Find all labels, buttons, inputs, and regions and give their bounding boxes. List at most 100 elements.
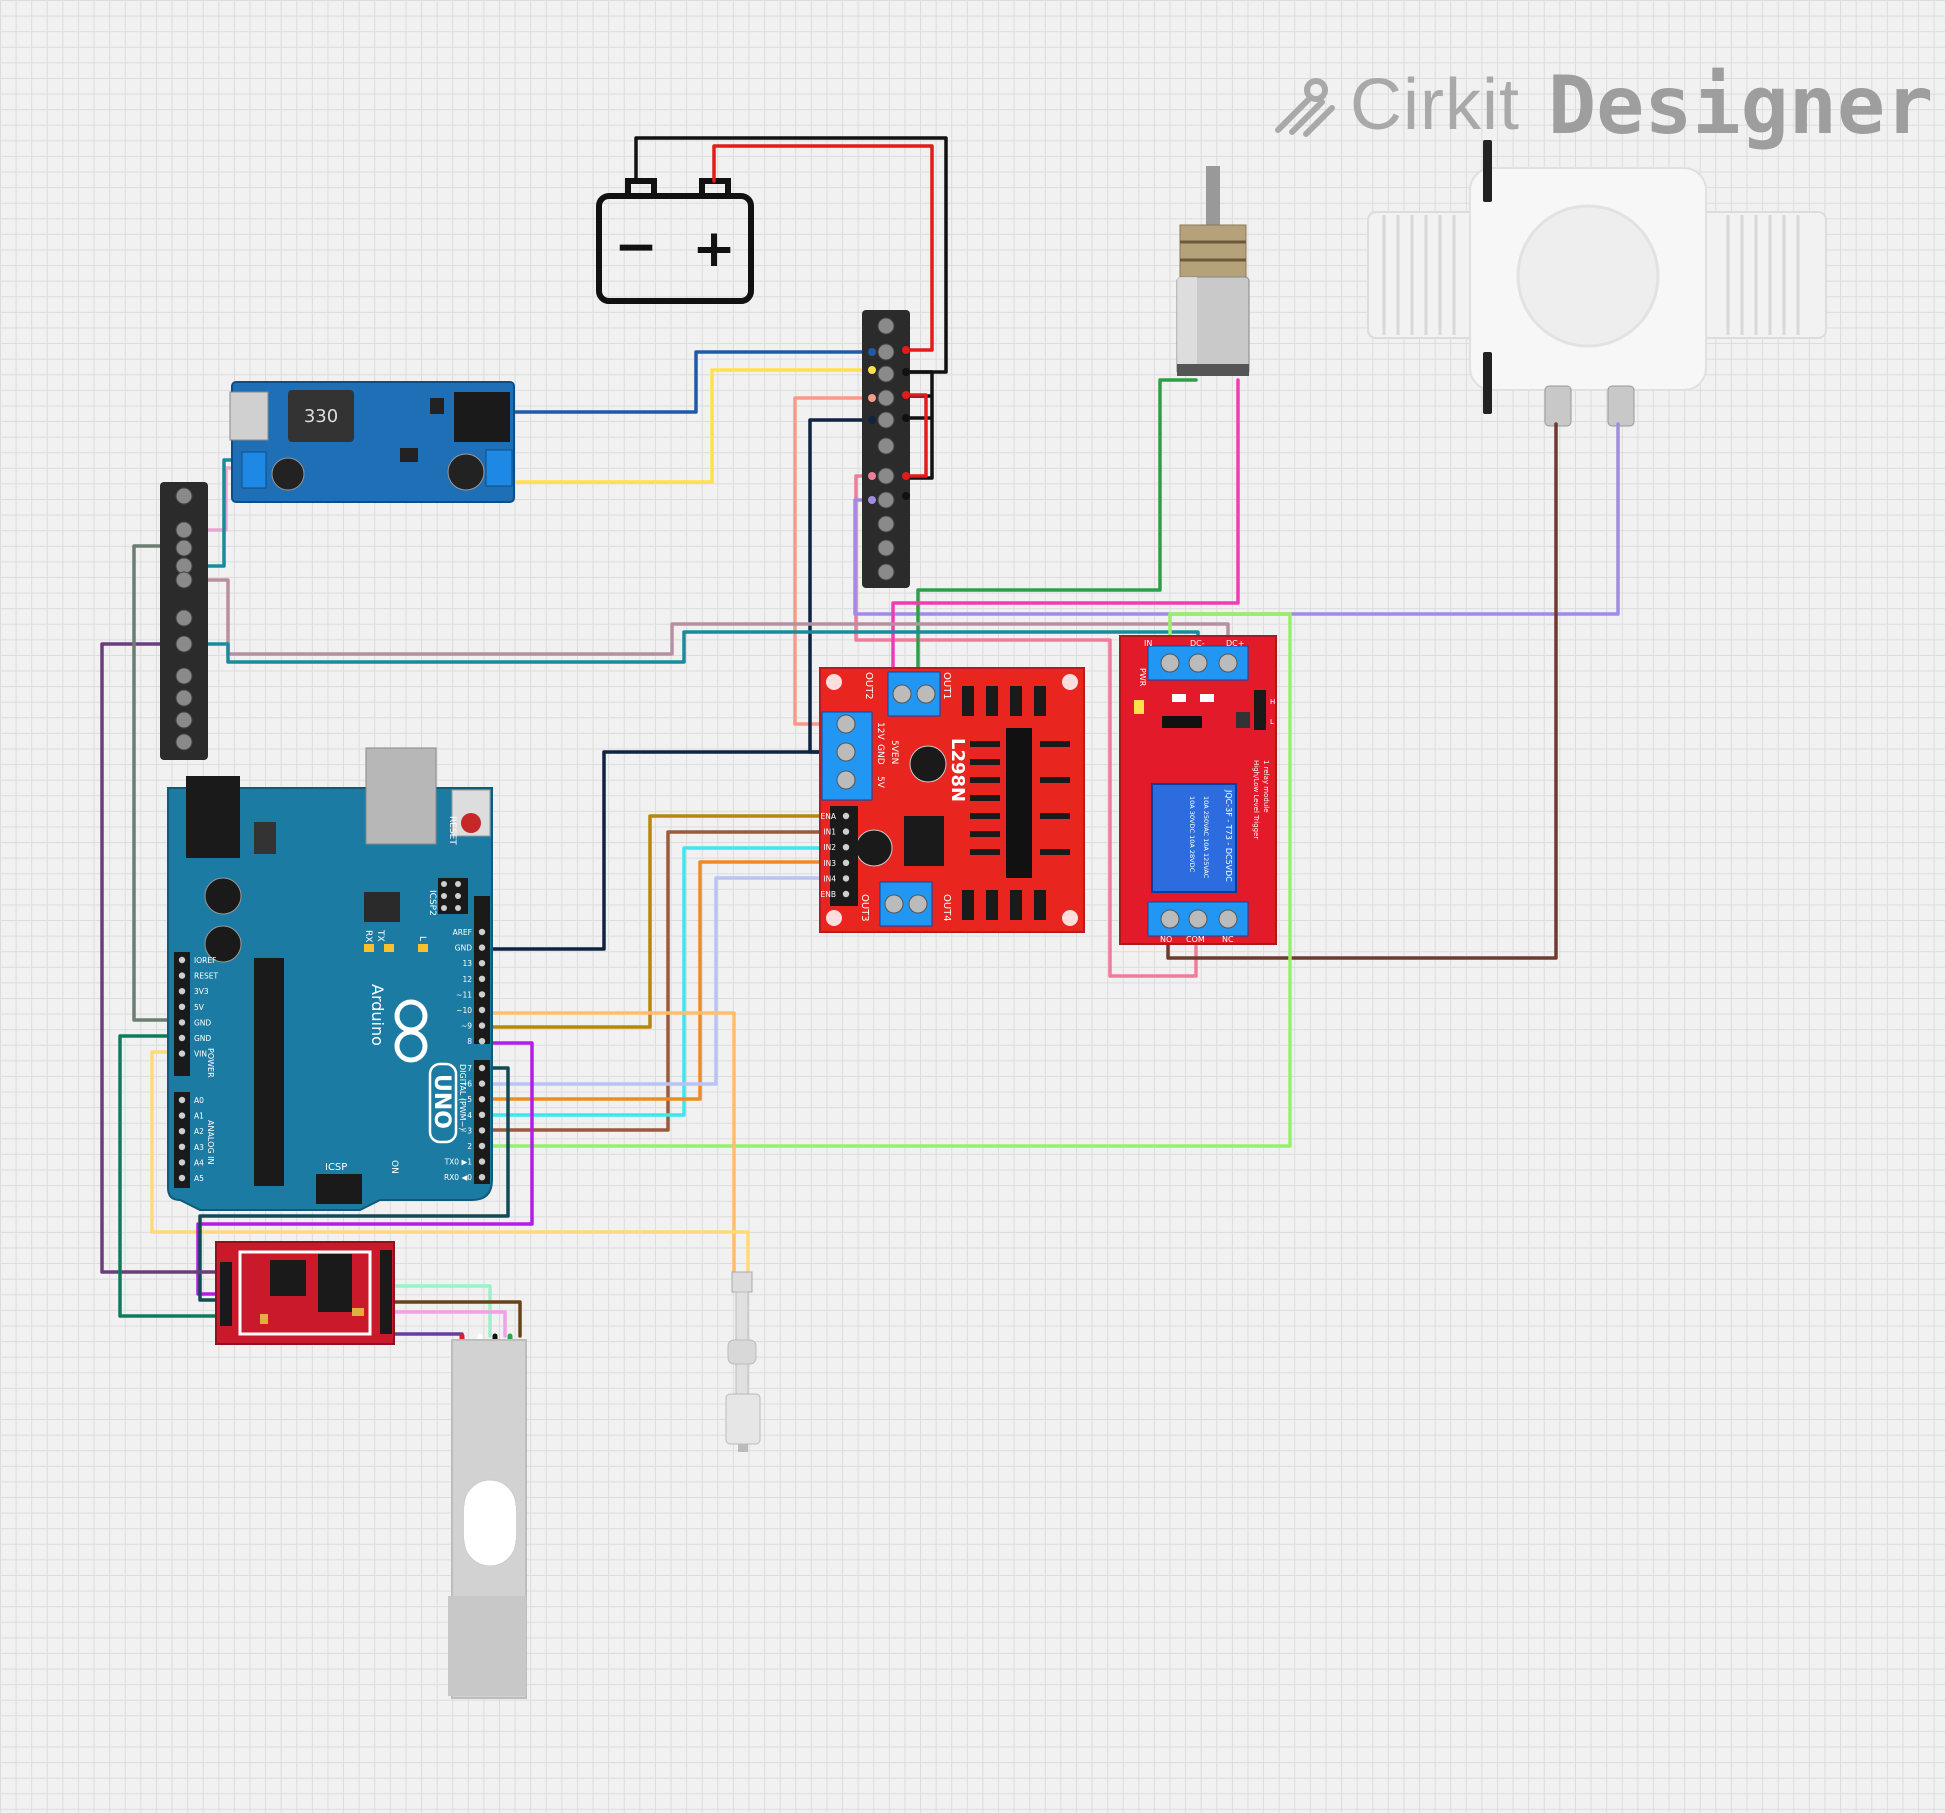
arduino-power-pin[interactable] bbox=[178, 1003, 186, 1010]
arduino-digital-pin[interactable] bbox=[478, 1127, 486, 1134]
wire-brown-loadcell bbox=[388, 1300, 522, 1338]
arduino-digital-pin[interactable] bbox=[478, 1158, 486, 1165]
buck-capacitor-1 bbox=[271, 457, 305, 491]
arduino-l-label: L bbox=[417, 936, 427, 941]
relay-model-label: JQC-3F - T73 - DC5VDC bbox=[1224, 789, 1233, 882]
arduino-power-pin-label: VIN bbox=[194, 1050, 207, 1059]
wire-salmon-12v bbox=[793, 396, 874, 726]
float-switch-icon[interactable] bbox=[725, 1271, 761, 1452]
arduino-power-pin[interactable] bbox=[178, 1050, 186, 1057]
arduino-power-pin[interactable] bbox=[178, 988, 186, 995]
arduino-digital-pin[interactable] bbox=[478, 991, 486, 998]
relay-rating-2: 10A 30VDC 10A 28VDC bbox=[1188, 796, 1196, 873]
arduino-analog-pin-label: A1 bbox=[194, 1112, 204, 1121]
wire-lime-relay-in bbox=[480, 612, 1292, 1148]
arduino-digital-pin[interactable] bbox=[478, 1142, 486, 1150]
arduino-digital-pin[interactable] bbox=[478, 1096, 486, 1103]
load-cell-icon[interactable] bbox=[448, 1339, 527, 1699]
arduino-digital-pin-label: TX0 ▶1 bbox=[444, 1158, 473, 1167]
arduino-analog-pin-label: A3 bbox=[194, 1143, 204, 1152]
l298n-motor-driver[interactable]: OUT2 OUT1 OUT3 OUT4 12V GND 5V 5VEN L298… bbox=[819, 667, 1085, 933]
wire-terminal-bridge-red bbox=[904, 393, 928, 478]
hx711-amplifier[interactable] bbox=[215, 1241, 395, 1345]
arduino-power-jack[interactable] bbox=[186, 776, 240, 858]
arduino-uno[interactable]: RESET ICSP ICSP2 ON TX RX L Arduino UNO … bbox=[167, 747, 493, 1211]
arduino-analog-pin[interactable] bbox=[178, 1174, 186, 1182]
arduino-digital-pin[interactable] bbox=[478, 1111, 486, 1119]
arduino-power-pin[interactable] bbox=[178, 1034, 186, 1042]
wire-periwinkle-in4 bbox=[480, 876, 834, 1086]
arduino-digital-pin[interactable] bbox=[478, 975, 486, 982]
l298n-input-pin[interactable] bbox=[842, 890, 850, 898]
arduino-power-pin-label: 3V3 bbox=[194, 987, 209, 996]
l298n-chip bbox=[1006, 728, 1032, 878]
l298n-input-pin-label: IN4 bbox=[823, 874, 836, 883]
relay-coil-block bbox=[1151, 783, 1237, 893]
arduino-power-label: POWER bbox=[206, 1048, 215, 1078]
wire-lightyellow-hx bbox=[150, 1050, 750, 1278]
terminal-block-left[interactable] bbox=[160, 482, 208, 760]
arduino-power-header bbox=[174, 952, 190, 1076]
arduino-digital-pin[interactable] bbox=[478, 944, 486, 951]
relay-module[interactable]: DC- DC+ IN PWR H L JQC-3F - T73 - DC5VDC… bbox=[1119, 635, 1277, 945]
terminal-block-main[interactable] bbox=[862, 310, 910, 588]
l298n-input-pin[interactable] bbox=[842, 812, 850, 820]
arduino-analog-pin[interactable] bbox=[178, 1128, 186, 1135]
l298n-input-pin[interactable] bbox=[842, 844, 850, 851]
valve-coil bbox=[1516, 204, 1660, 348]
l298n-input-pin[interactable] bbox=[842, 875, 850, 882]
l298n-input-pin[interactable] bbox=[842, 828, 850, 835]
buck-dc-jack[interactable] bbox=[454, 392, 510, 442]
buck-converter[interactable]: 330 bbox=[229, 381, 515, 503]
l298n-input-pin[interactable] bbox=[842, 859, 850, 866]
relay-desc-line1: 1 relay module bbox=[1262, 760, 1270, 813]
buck-inductor bbox=[288, 390, 354, 442]
l298n-regulator bbox=[904, 816, 944, 866]
l298n-capacitor-1 bbox=[909, 745, 947, 783]
l298n-input-pin-label: IN1 bbox=[823, 828, 836, 837]
arduino-digital-pin[interactable] bbox=[478, 1174, 486, 1181]
arduino-power-pin[interactable] bbox=[178, 972, 186, 979]
valve-terminal-2[interactable] bbox=[1607, 385, 1635, 427]
relay-dc-minus-label: DC- bbox=[1190, 639, 1205, 648]
arduino-digital-pin-label: ~9 bbox=[461, 1022, 472, 1031]
arduino-analog-pin[interactable] bbox=[178, 1112, 186, 1119]
arduino-digital-pin[interactable] bbox=[478, 1038, 486, 1045]
arduino-digital-pin[interactable] bbox=[478, 1080, 486, 1087]
valve-terminal-1[interactable] bbox=[1544, 385, 1572, 427]
arduino-digital-pin[interactable] bbox=[478, 1006, 486, 1014]
arduino-digital-pin[interactable] bbox=[478, 928, 486, 936]
arduino-digital-pin-label: AREF bbox=[453, 928, 472, 937]
terminal-wire-ends bbox=[868, 346, 910, 504]
arduino-model-label: UNO bbox=[429, 1074, 454, 1129]
arduino-analog-pin[interactable] bbox=[178, 1096, 186, 1104]
arduino-power-pin[interactable] bbox=[178, 1019, 186, 1026]
wire-darkteal-hx bbox=[198, 1066, 510, 1302]
arduino-analog-pin-label: A0 bbox=[194, 1096, 204, 1105]
arduino-digital-header-top bbox=[474, 896, 490, 1044]
buck-input-terminal[interactable] bbox=[241, 451, 267, 489]
arduino-usb-port[interactable] bbox=[365, 747, 437, 845]
arduino-analog-pin[interactable] bbox=[178, 1143, 186, 1151]
arduino-power-pin[interactable] bbox=[178, 956, 186, 964]
solenoid-valve[interactable] bbox=[1367, 140, 1827, 427]
arduino-digital-pin[interactable] bbox=[478, 1064, 486, 1072]
brand-logo: Cirkit Designer bbox=[1270, 59, 1933, 152]
arduino-analog-pin[interactable] bbox=[178, 1159, 186, 1166]
arduino-digital-pin[interactable] bbox=[478, 960, 486, 967]
arduino-analog-label: ANALOG IN bbox=[206, 1120, 215, 1165]
wire-sienna-in1 bbox=[480, 830, 834, 1132]
l298n-5ven-label: 5VEN bbox=[889, 740, 899, 764]
buck-output-terminal[interactable] bbox=[485, 449, 513, 487]
battery-icon[interactable]: − + bbox=[596, 178, 754, 304]
arduino-digital-pin[interactable] bbox=[478, 1022, 486, 1029]
gear-motor[interactable] bbox=[1176, 166, 1250, 376]
l298n-out4-label: OUT4 bbox=[941, 894, 952, 922]
wire-magenta-motor bbox=[891, 378, 1240, 679]
